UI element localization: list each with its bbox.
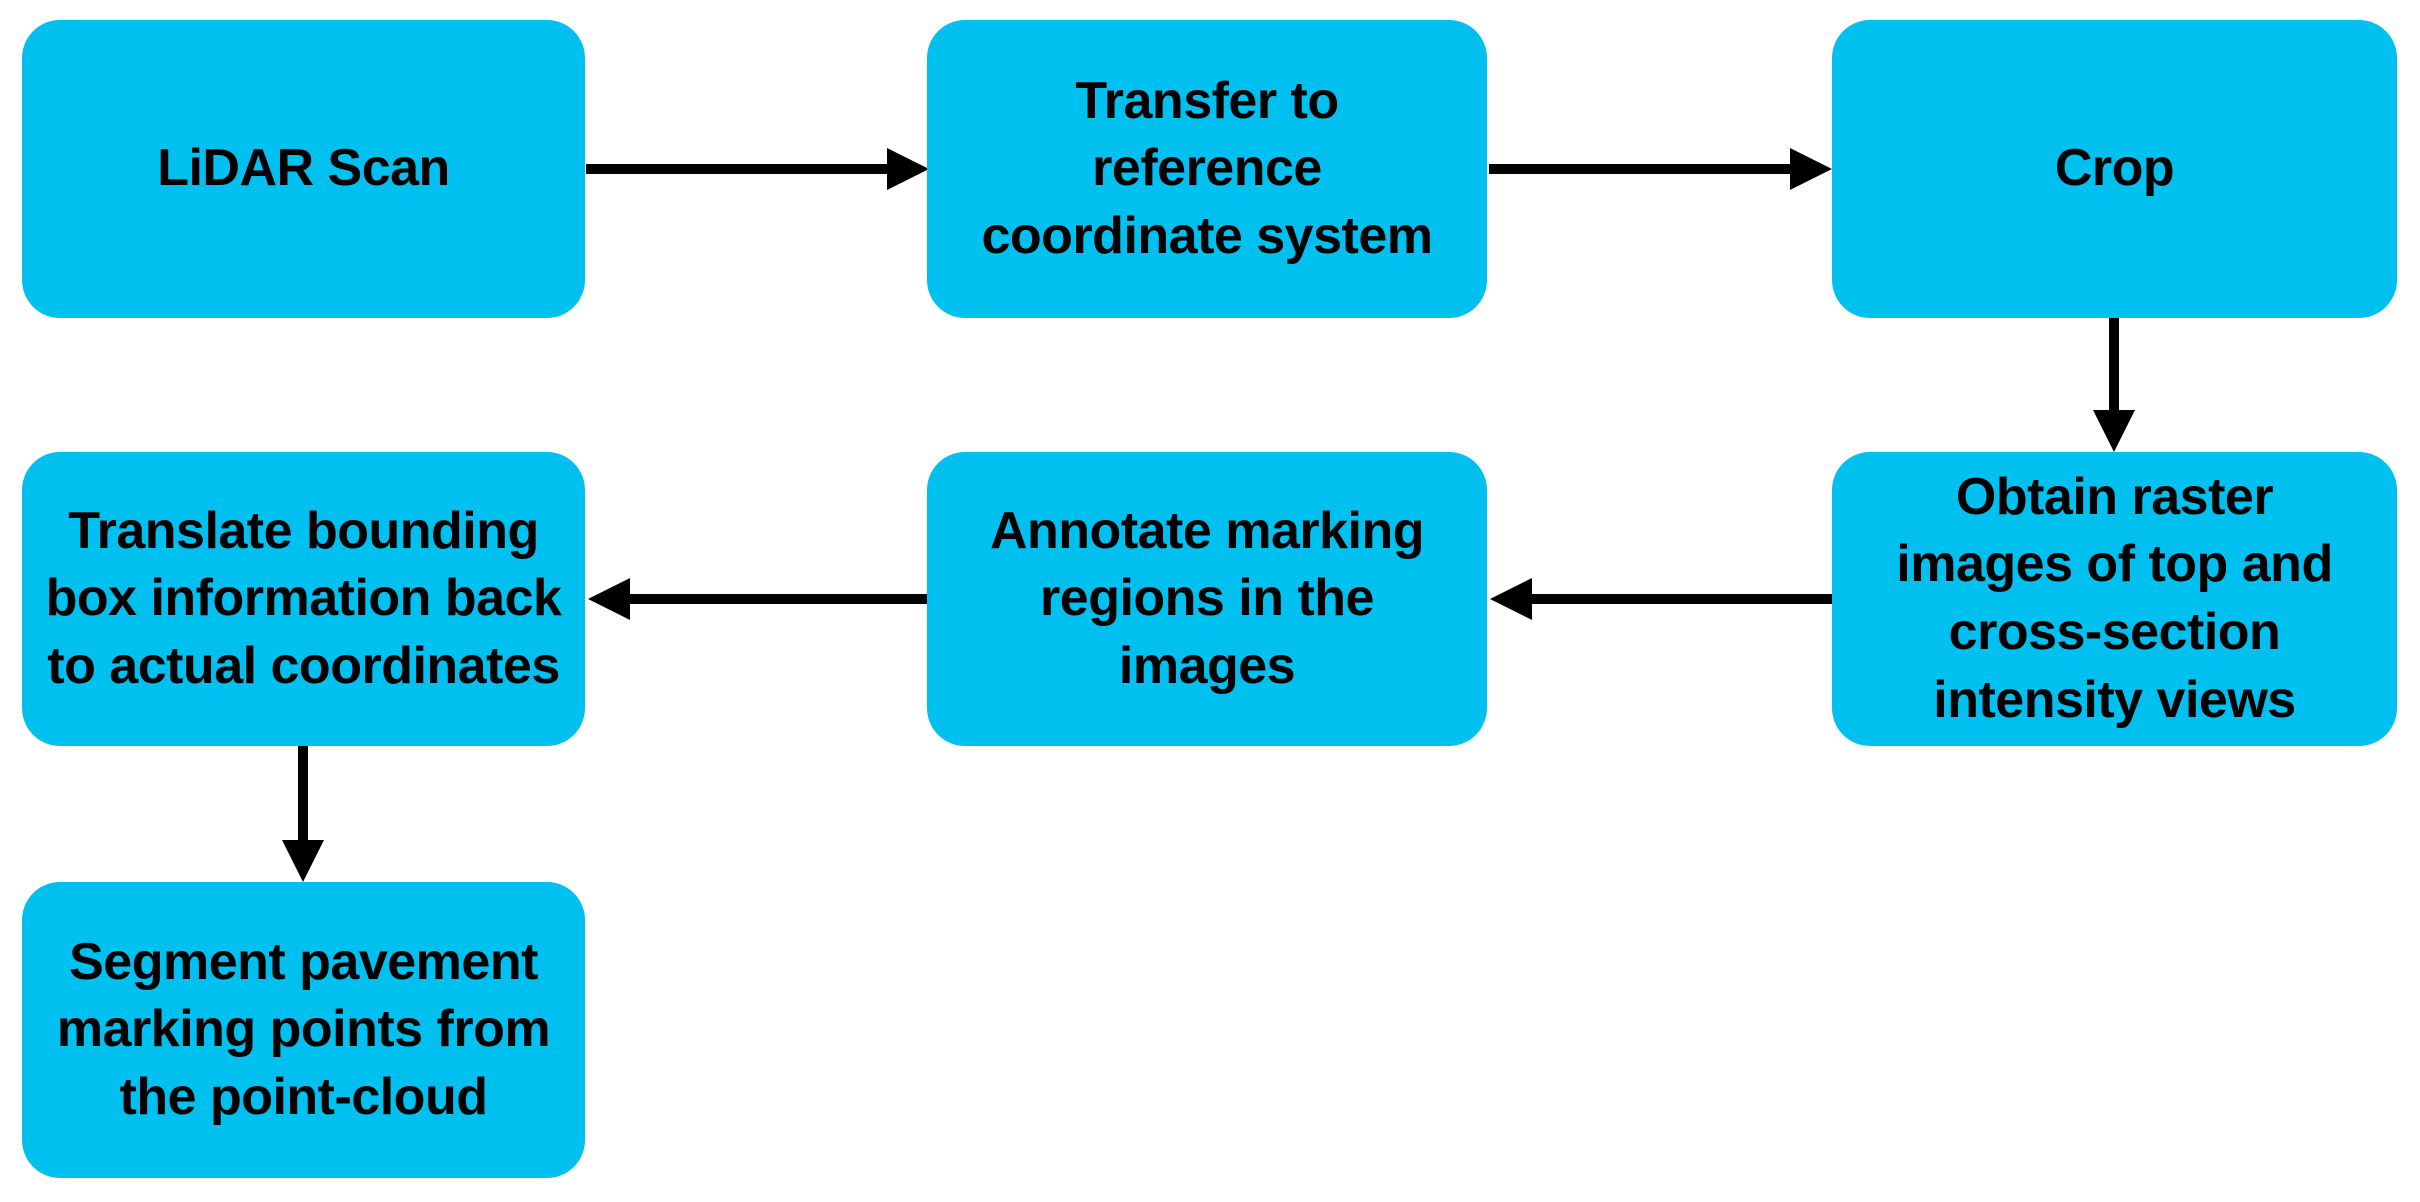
node-lidar-scan: LiDAR Scan: [22, 20, 585, 318]
node-translate-bounding-box: Translate bounding box information back …: [22, 452, 585, 746]
node-segment-pavement-marking-label: Segment pavement marking points from the…: [56, 932, 551, 1126]
node-obtain-raster-images-label: Obtain raster images of top and cross-se…: [1896, 467, 2333, 729]
arrow-transfer-to-crop: [1489, 148, 1832, 190]
arrow-lidar-scan-to-transfer: [586, 148, 929, 190]
node-transfer-to-reference-label: Transfer to reference coordinate system: [981, 71, 1434, 265]
node-segment-pavement-marking: Segment pavement marking points from the…: [22, 882, 585, 1178]
node-obtain-raster-images: Obtain raster images of top and cross-se…: [1832, 452, 2397, 746]
node-transfer-to-reference: Transfer to reference coordinate system: [927, 20, 1487, 318]
node-crop: Crop: [1832, 20, 2397, 318]
arrow-crop-to-obtain-raster: [2093, 318, 2135, 452]
arrow-annotate-to-translate: [588, 578, 927, 620]
node-translate-bounding-box-label: Translate bounding box information back …: [45, 501, 562, 695]
node-crop-label: Crop: [2054, 139, 2175, 198]
arrow-obtain-raster-to-annotate: [1490, 578, 1832, 620]
node-lidar-scan-label: LiDAR Scan: [157, 139, 450, 198]
node-annotate-marking-regions-label: Annotate marking regions in the images: [989, 501, 1425, 695]
node-annotate-marking-regions: Annotate marking regions in the images: [927, 452, 1487, 746]
arrow-translate-to-segment: [282, 746, 324, 882]
